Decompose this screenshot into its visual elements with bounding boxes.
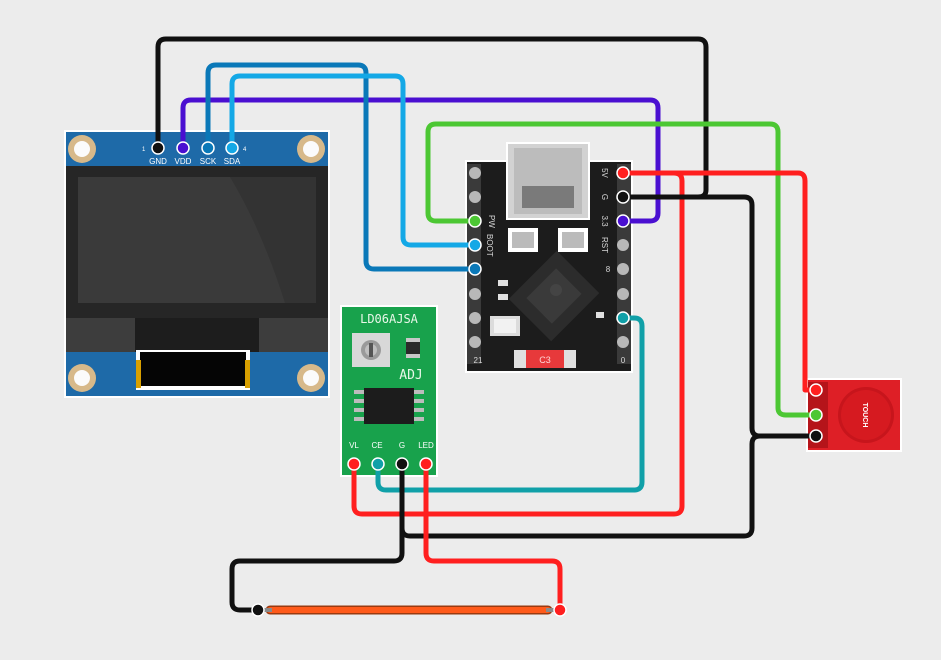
ldo-pin-label-ce: CE [371,441,382,450]
touch-label: TOUCH [861,403,868,428]
pin-dot-icon[interactable] [809,383,823,397]
oled-pin-number-1: 1 [142,147,146,153]
esp32-label-rst: RST [600,237,609,253]
esp32-label-g: G [600,194,609,200]
esp32-c3-chip-icon [508,250,600,342]
pin-dot-icon[interactable] [225,141,239,155]
ldo-adj-label: ADJ [399,368,422,383]
pin-dot-icon[interactable] [468,214,482,228]
pin-dot-icon[interactable] [553,603,567,617]
oled-display-module[interactable]: 1 4 GND VDD SCK SDA [64,130,330,398]
wire-green[interactable] [425,121,819,418]
wire-black-led[interactable] [229,461,405,613]
ldo-pin-label-vl: VL [349,441,359,450]
ldo-title: LD06AJSA [360,312,419,326]
chip-label: C3 [539,355,551,365]
pin-dot-icon[interactable] [371,457,385,471]
pin-dot-icon[interactable] [809,429,823,443]
pin-dot-icon[interactable] [395,457,409,471]
boot-button[interactable] [508,228,538,252]
pin-dot-icon[interactable] [616,190,630,204]
oled-pin-label-vdd: VDD [175,157,192,166]
pin-dot-icon[interactable] [419,457,433,471]
esp32-label-0: 0 [621,356,626,365]
ldo-pin-label-led: LED [418,441,434,450]
wire-red-led[interactable] [423,461,563,613]
wire-black-ground[interactable] [620,194,819,439]
pin-pad-icon [617,288,629,300]
oled-pin-number-4: 4 [243,147,247,153]
usb-c-port-icon [506,142,590,220]
esp32-label-5v: 5V [600,168,609,178]
esp32-c3-board[interactable]: C3 PW BOOT 5V G 3.3 [465,142,633,373]
pin-dot-icon[interactable] [468,238,482,252]
pin-dot-icon[interactable] [176,141,190,155]
pin-pad-icon [469,336,481,348]
wire-oled-vdd[interactable] [180,97,661,224]
mounting-hole-icon [297,135,325,163]
pin-dot-icon[interactable] [809,408,823,422]
pin-pad-icon [617,336,629,348]
pin-pad-icon [617,239,629,251]
ldo-pin-label-g: G [399,441,405,450]
ldo-driver-module[interactable]: LD06AJSA ADJ VL CE G LED [340,305,438,477]
pin-dot-icon[interactable] [616,311,630,325]
wire-black-ground-ldo[interactable] [399,433,763,539]
wire-red-5v-touch[interactable] [620,170,819,393]
pin-dot-icon[interactable] [616,214,630,228]
potentiometer-icon[interactable] [352,333,390,367]
pin-pad-icon [469,312,481,324]
pin-dot-icon[interactable] [347,457,361,471]
esp32-label-8: 8 [606,265,611,274]
ldo-ic-chip-icon [354,388,424,424]
oled-pin-label-sck: SCK [200,157,217,166]
pin-dot-icon[interactable] [616,166,630,180]
pin-pad-icon [617,263,629,275]
esp32-label-pw: PW [487,215,496,228]
pin-pad-icon [469,288,481,300]
pin-dot-icon[interactable] [151,141,165,155]
oled-pin-label-sda: SDA [224,157,241,166]
smd-resistor-icon [406,338,420,358]
pin-dot-icon[interactable] [201,141,215,155]
esp32-label-3v3: 3.3 [600,215,609,227]
esp32-label-21: 21 [474,356,483,365]
pin-pad-icon [469,167,481,179]
pin-pad-icon [469,191,481,203]
reset-button[interactable] [558,228,588,252]
esp32-label-boot: BOOT [485,234,494,257]
wire-oled-sda[interactable] [229,73,478,248]
pin-dot-icon[interactable] [251,603,265,617]
mounting-hole-icon [68,135,96,163]
mounting-hole-icon [297,364,325,392]
pin-dot-icon[interactable] [468,262,482,276]
wire-oled-sck[interactable] [205,62,478,272]
wire-red-5v-ldo[interactable] [351,170,685,517]
wire-teal-ce[interactable] [375,315,645,493]
mounting-hole-icon [68,364,96,392]
oled-pin-label-gnd: GND [149,157,167,166]
c3-label-icon: C3 [514,350,576,368]
